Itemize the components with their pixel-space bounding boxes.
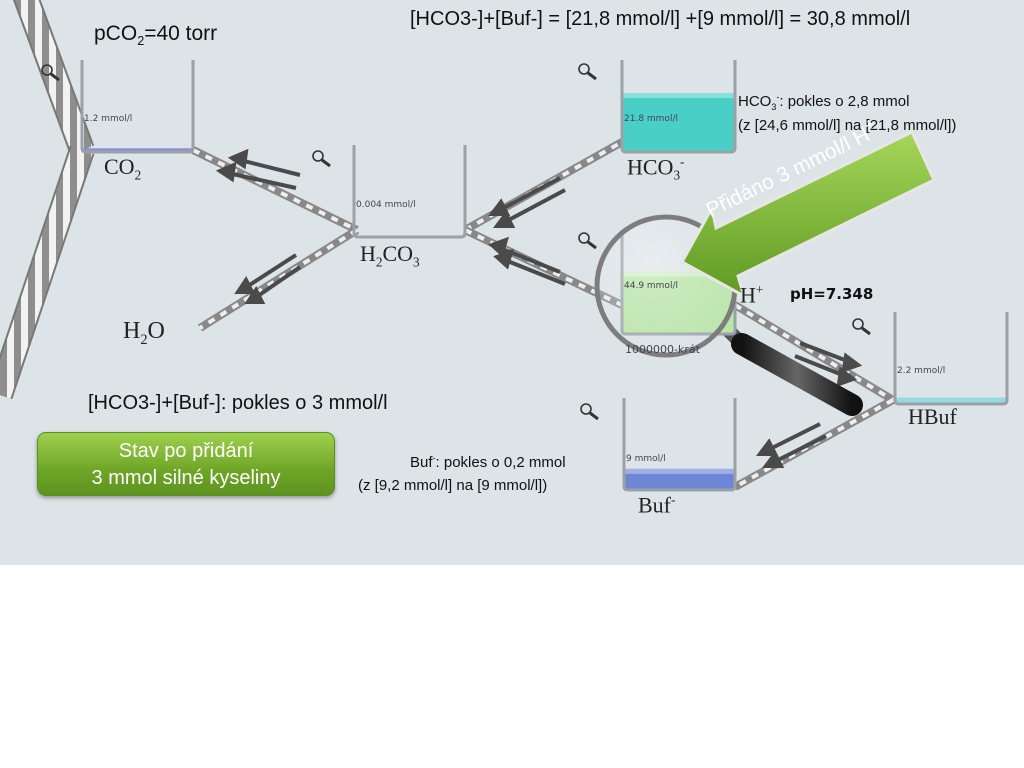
- co2-reading: 1.2 mmol/l: [84, 114, 133, 124]
- container-hco3: [620, 60, 737, 154]
- pco2-prefix: pCO: [94, 22, 138, 45]
- fill-surface-buf: [624, 468, 735, 474]
- button-line1: Stav po přidání: [118, 440, 254, 462]
- left-exchange-pipe: [0, 0, 95, 400]
- sum-drop-note: [HCO3-]+[Buf-]: pokles o 3 mmol/l: [88, 392, 388, 414]
- species-hbuf: HBuf: [908, 404, 957, 429]
- zoom-icon-buf[interactable]: [580, 403, 599, 421]
- diagram-canvas: [HCO3-]+[Buf-] = [21,8 mmol/l] +[9 mmol/…: [0, 0, 1024, 565]
- flow-arrows: [215, 148, 863, 468]
- zoom-icon-h[interactable]: [578, 232, 597, 250]
- hco3-reading: 21.8 mmol/l: [624, 114, 678, 124]
- hco3-note-line2: (z [24,6 mmol/l] na [21,8 mmol/l]): [738, 117, 957, 134]
- beaker-outline-h2co3: [352, 145, 467, 239]
- species-h2co3: H2CO3: [360, 241, 420, 270]
- beaker-outline-co2: [80, 60, 195, 154]
- fill-level-hco3: [622, 93, 735, 152]
- buf-note-line1: Buf-: pokles o 0,2 mmol: [410, 453, 566, 471]
- fill-level-buf: [624, 468, 735, 490]
- button-line2: 3 mmol silné kyseliny: [91, 467, 281, 489]
- h2co3-reading: 0.004 mmol/l: [356, 200, 416, 210]
- beaker-outline-hco3: [620, 60, 737, 154]
- zoom-icons: [41, 63, 871, 421]
- h-reading: 44.9 mmol/l: [624, 281, 678, 291]
- fill-surface-hco3: [622, 93, 735, 99]
- zoom-icon-co2[interactable]: [41, 64, 60, 82]
- state-after-acid-button[interactable]: Stav po přidání 3 mmol silné kyseliny: [37, 432, 335, 496]
- buffer-sum-equation: [HCO3-]+[Buf-] = [21,8 mmol/l] +[9 mmol/…: [410, 8, 911, 30]
- fill-surface-hbuf: [895, 397, 1007, 403]
- species-co2: CO2: [104, 154, 142, 183]
- species-h2o: H2O: [123, 318, 165, 348]
- beaker-outline-hbuf: [893, 312, 1009, 406]
- species-h: H+: [740, 282, 764, 308]
- hco3-note-line1: HCO3-: pokles o 2,8 mmol: [738, 92, 910, 112]
- species-hco3: HCO3-: [627, 154, 685, 183]
- fill-surface-co2: [82, 148, 193, 152]
- zoom-icon-h2co3[interactable]: [312, 150, 331, 168]
- pco2-suffix: =40 torr: [144, 22, 218, 45]
- beaker-outline-buf: [622, 398, 737, 492]
- buf-reading: 9 mmol/l: [626, 454, 666, 464]
- pco2-sub: 2: [137, 34, 145, 49]
- pco2-label: pCO2=40 torr: [94, 22, 217, 48]
- container-hbuf: [893, 312, 1009, 406]
- zoom-icon-hco3[interactable]: [578, 63, 597, 81]
- hbuf-reading: 2.2 mmol/l: [897, 366, 946, 376]
- fill-level-co2: [82, 148, 193, 152]
- zoom-icon-hbuf[interactable]: [852, 318, 871, 336]
- species-buf: Buf-: [638, 492, 676, 518]
- container-co2: [80, 60, 195, 154]
- buf-note-line2: (z [9,2 mmol/l] na [9 mmol/l]): [358, 477, 548, 494]
- magnification-label: 1000000-krát: [625, 343, 700, 356]
- fill-level-hbuf: [895, 397, 1007, 404]
- diagram-graphics: [0, 0, 1009, 492]
- container-buf: [622, 398, 737, 492]
- added-acid-arrow: [679, 129, 936, 300]
- ph-value: pH=7.348: [790, 285, 874, 303]
- container-h2co3: [352, 145, 467, 239]
